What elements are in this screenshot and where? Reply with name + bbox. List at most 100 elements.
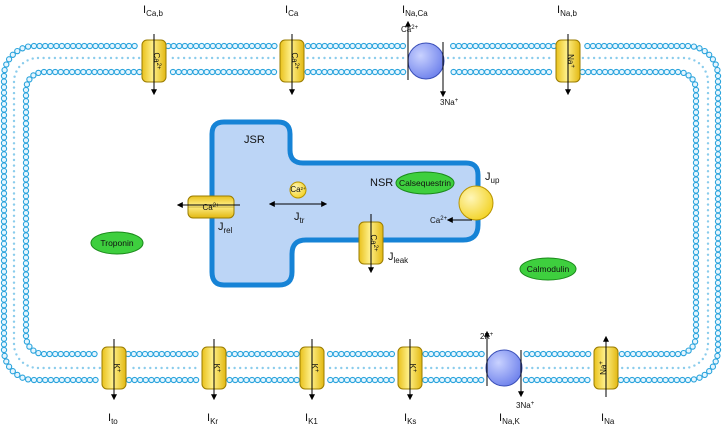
- lipid-tail: [12, 181, 16, 184]
- lipid-tail: [548, 56, 551, 60]
- lipid-head: [679, 42, 686, 50]
- lipid-head: [192, 68, 199, 76]
- lipid-tail: [289, 366, 292, 370]
- lipid-tail: [706, 225, 710, 229]
- lipid-head: [0, 156, 8, 164]
- lipid-head: [22, 170, 30, 178]
- lipid-head: [0, 246, 8, 253]
- lipid-tail: [632, 366, 635, 370]
- lipid-tail: [188, 366, 191, 370]
- lipid-tail: [706, 331, 710, 335]
- lipid-head: [512, 68, 519, 76]
- lipid-head: [623, 376, 630, 384]
- lipid-head: [0, 162, 8, 169]
- inaca-ca-label: Ca2+: [401, 25, 419, 34]
- jleak-ion-label: Ca2+: [369, 234, 378, 252]
- lipid-head: [42, 42, 49, 50]
- lipid-head: [714, 179, 722, 186]
- lipid-head: [673, 376, 680, 384]
- lipid-tail: [323, 56, 326, 60]
- lipid-head: [187, 376, 194, 384]
- lipid-head: [46, 350, 53, 358]
- lipid-head: [528, 350, 536, 358]
- lipid-head: [9, 51, 16, 58]
- lipid-tail: [137, 56, 141, 60]
- lipid-head: [349, 376, 356, 384]
- lipid-tail: [706, 253, 710, 256]
- lipid-head: [714, 279, 722, 287]
- lipid-head: [198, 42, 205, 50]
- lipid-head: [92, 376, 99, 384]
- lipid-head: [40, 350, 48, 358]
- lipid-head: [505, 42, 513, 50]
- calmodulin-label: Calmodulin: [527, 264, 570, 274]
- lipid-head: [601, 42, 608, 50]
- lipid-head: [0, 207, 8, 214]
- lipid-head: [338, 68, 345, 76]
- lipid-head: [533, 42, 541, 50]
- lipid-head: [170, 376, 177, 384]
- lipid-tail: [121, 56, 124, 60]
- lipid-tail: [654, 56, 658, 60]
- lipid-head: [663, 68, 670, 76]
- lipid-tail: [458, 56, 461, 60]
- lipid-head: [175, 68, 182, 76]
- lipid-head: [0, 179, 8, 186]
- lipid-head: [634, 42, 641, 50]
- lipid-head: [714, 167, 722, 175]
- lipid-head: [22, 215, 30, 222]
- lipid-tail: [706, 264, 710, 268]
- lipid-tail: [706, 86, 710, 89]
- lipid-head: [714, 84, 722, 91]
- lipid-head: [534, 68, 541, 76]
- lipid-tail: [87, 56, 90, 60]
- lipid-head: [52, 68, 59, 76]
- lipid-head: [573, 376, 580, 384]
- lipid-tail: [643, 366, 646, 370]
- lipid-head: [22, 198, 30, 205]
- lipid-head: [366, 350, 373, 358]
- lipid-tail: [171, 56, 174, 60]
- lipid-tail: [660, 56, 663, 60]
- lipid-tail: [671, 366, 674, 370]
- lipid-head: [36, 376, 43, 384]
- lipid-tail: [704, 353, 707, 356]
- troponin-buffer: Troponin: [90, 231, 144, 255]
- lipid-head: [165, 376, 172, 384]
- lipid-head: [557, 350, 564, 358]
- lipid-tail: [70, 366, 73, 370]
- lipid-head: [680, 349, 687, 357]
- jtr-label: Jtr: [294, 211, 305, 225]
- lipid-head: [209, 42, 217, 50]
- lipid-head: [656, 376, 664, 384]
- lipid-tail: [706, 214, 710, 217]
- lipid-tail: [385, 56, 388, 60]
- lipid-tail: [76, 366, 79, 370]
- lipid-head: [19, 374, 26, 381]
- lipid-head: [293, 350, 300, 358]
- lipid-tail: [706, 91, 710, 95]
- lipid-tail: [12, 242, 16, 245]
- lipid-head: [692, 332, 700, 340]
- lipid-head: [360, 376, 367, 384]
- lipid-head: [595, 42, 602, 50]
- lipid-head: [590, 68, 597, 76]
- lipid-head: [692, 131, 700, 138]
- lipid-head: [714, 173, 722, 180]
- jrel-label: Jrel: [218, 221, 233, 235]
- lipid-tail: [435, 366, 438, 370]
- lipid-head: [714, 290, 722, 298]
- lipid-tail: [536, 56, 540, 60]
- lipid-head: [461, 68, 468, 76]
- lipid-tail: [649, 366, 652, 370]
- lipid-head: [714, 184, 722, 191]
- lipid-head: [617, 376, 625, 384]
- lipid-tail: [637, 366, 641, 370]
- lipid-tail: [525, 366, 528, 370]
- lipid-head: [692, 243, 700, 250]
- lipid-head: [85, 68, 93, 76]
- lipid-head: [450, 350, 457, 358]
- lipid-head: [528, 68, 536, 76]
- lipid-head: [466, 376, 474, 384]
- lipid-tail: [12, 136, 16, 139]
